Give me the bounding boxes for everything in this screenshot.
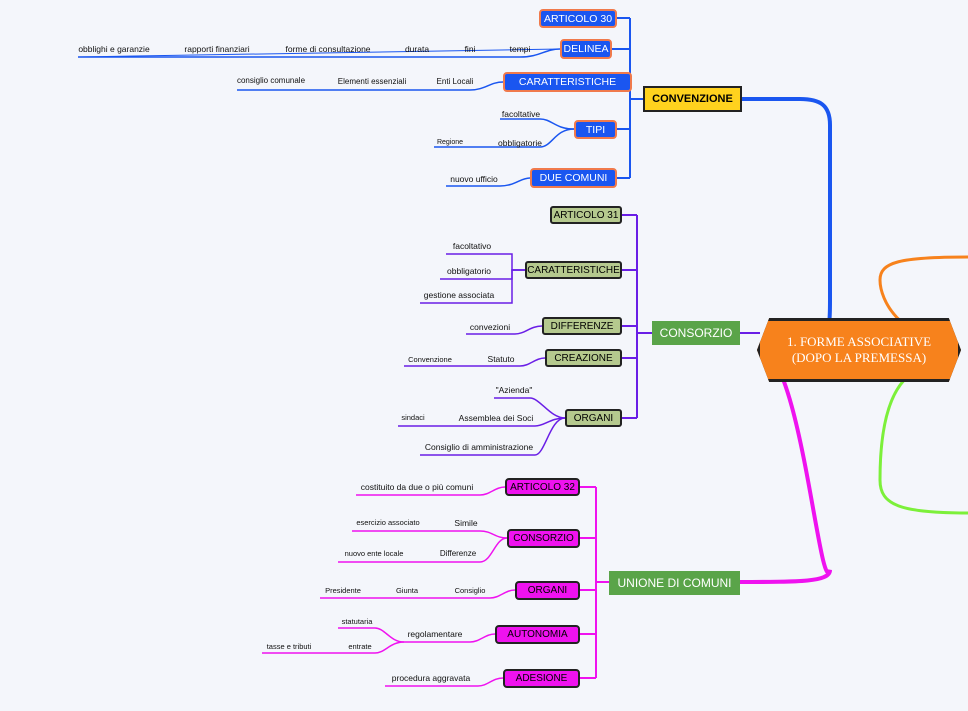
articolo-30-node[interactable]: ARTICOLO 30	[539, 9, 617, 28]
leaf-statuto: Statuto	[487, 354, 515, 364]
leaf-tasse-tributi: tasse e tributi	[266, 642, 312, 651]
leaf-giunta: Giunta	[395, 586, 419, 595]
leaf-facoltative: facoltative	[501, 109, 541, 119]
leaf-consiglio: Consiglio	[454, 586, 486, 595]
leaf-gestione-associata: gestione associata	[423, 290, 495, 300]
leaf-tempi: tempi	[509, 44, 531, 54]
leaf-costituito: costituito da due o più comuni	[360, 482, 474, 492]
delinea-node[interactable]: DELINEA	[560, 39, 612, 59]
leaf-enti-locali: Enti Locali	[436, 77, 474, 86]
leaf-esercizio-associato: esercizio associato	[356, 518, 420, 527]
leaf-elementi-essenziali: Elementi essenziali	[337, 77, 407, 86]
leaf-procedura-aggravata: procedura aggravata	[391, 673, 471, 683]
leaf-regolamentare: regolamentare	[407, 629, 463, 639]
tipi-node[interactable]: TIPI	[574, 120, 617, 139]
leaf-consiglio-amministrazione: Consiglio di amministrazione	[424, 442, 534, 452]
leaf-entrate: entrate	[348, 642, 372, 651]
leaf-rapporti: rapporti finanziari	[184, 44, 250, 54]
leaf-convenzione: Convenzione	[408, 355, 452, 364]
leaf-obbligatorio: obbligatorio	[447, 266, 491, 276]
organi-consorzio-node[interactable]: ORGANI	[565, 409, 622, 427]
leaf-sindaci: sindaci	[401, 413, 425, 422]
leaf-assemblea: Assemblea dei Soci	[458, 413, 534, 423]
main-topic-line1: 1. FORME ASSOCIATIVE	[786, 334, 932, 349]
leaf-consiglio-comunale: consiglio comunale	[236, 76, 306, 85]
leaf-regione: Regione	[436, 139, 464, 146]
caratteristiche-convenzione-node[interactable]: CARATTERISTICHE	[503, 72, 632, 92]
articolo-31-node[interactable]: ARTICOLO 31	[550, 206, 622, 224]
leaf-nuovo-ufficio: nuovo ufficio	[450, 174, 498, 184]
leaf-nuovo-ente: nuovo ente locale	[344, 549, 404, 558]
leaf-obbligatorie: obbligatorie	[498, 138, 542, 148]
leaf-statutaria: statutaria	[341, 617, 373, 626]
leaf-facoltativo: facoltativo	[452, 241, 492, 251]
leaf-differenze: Differenze	[439, 549, 477, 558]
autonomia-node[interactable]: AUTONOMIA	[495, 625, 580, 644]
adesione-node[interactable]: ADESIONE	[503, 669, 580, 688]
due-comuni-node[interactable]: DUE COMUNI	[530, 168, 617, 188]
unione-di-comuni-node[interactable]: UNIONE DI COMUNI	[609, 571, 740, 595]
consorzio-unione-node[interactable]: CONSORZIO	[507, 529, 580, 548]
creazione-node[interactable]: CREAZIONE	[545, 349, 622, 367]
leaf-azienda: "Azienda"	[495, 385, 533, 395]
convenzione-node[interactable]: CONVENZIONE	[643, 86, 742, 112]
articolo-32-node[interactable]: ARTICOLO 32	[505, 478, 580, 496]
leaf-obblighi: obblighi e garanzie	[78, 44, 150, 54]
leaf-forme: forme di consultazione	[285, 44, 371, 54]
leaf-simile: Simile	[454, 518, 478, 528]
differenze-node[interactable]: DIFFERENZE	[542, 317, 622, 335]
main-topic[interactable]: 1. FORME ASSOCIATIVE (DOPO LA PREMESSA)	[757, 318, 961, 382]
consorzio-node[interactable]: CONSORZIO	[652, 321, 740, 345]
caratteristiche-consorzio-node[interactable]: CARATTERISTICHE	[525, 261, 622, 279]
leaf-durata: durata	[404, 44, 430, 54]
leaf-fini: fini	[464, 44, 476, 54]
organi-unione-node[interactable]: ORGANI	[515, 581, 580, 600]
leaf-presidente: Presidente	[325, 586, 361, 595]
main-topic-line2: (DOPO LA PREMESSA)	[791, 350, 927, 365]
leaf-convezioni: convezioni	[469, 322, 511, 332]
